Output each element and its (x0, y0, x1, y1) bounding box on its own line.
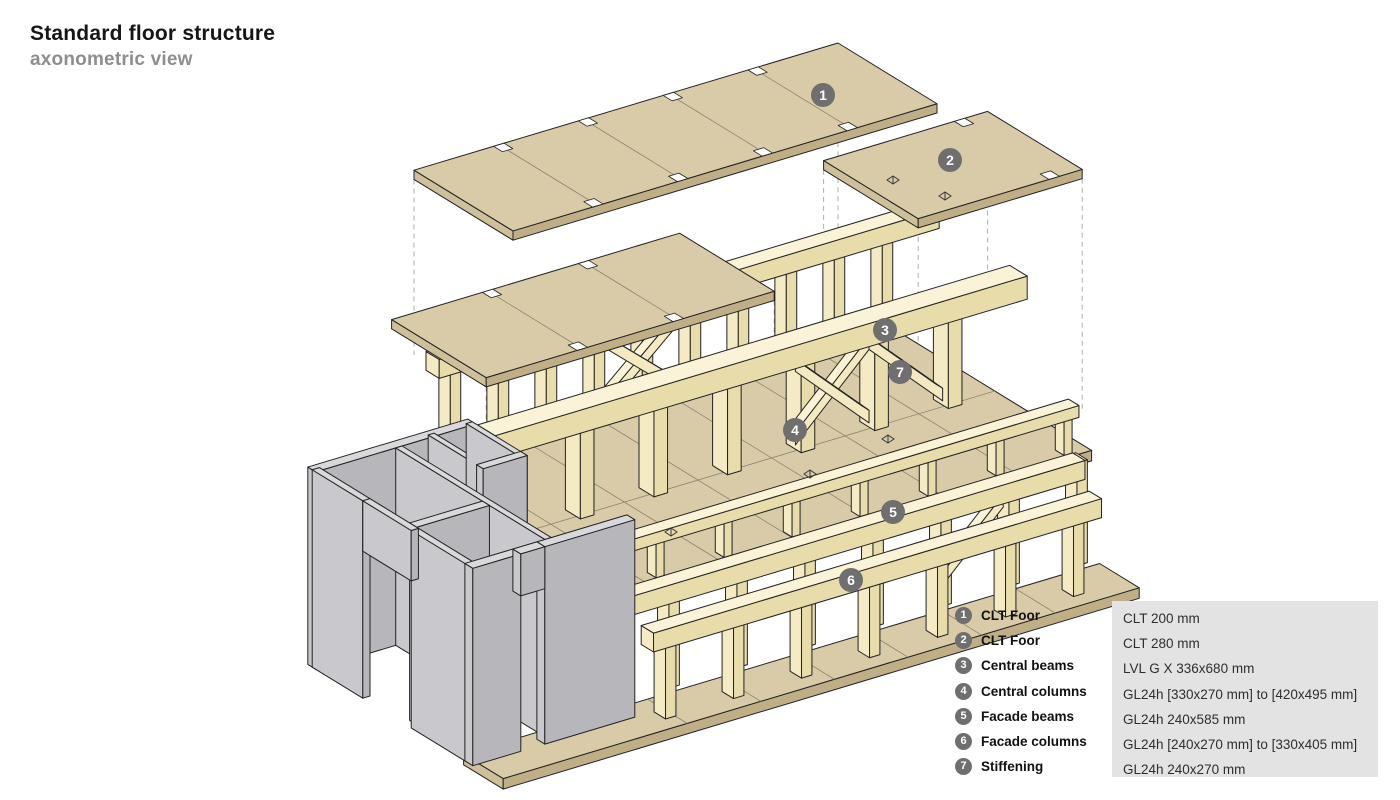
badge-stiffening: 7 (888, 360, 912, 384)
legend-row: 3 Central beams (955, 653, 1087, 678)
legend-badge-icon: 3 (955, 657, 972, 675)
clt-panel-strip-front (391, 232, 775, 388)
legend-row: 5 Facade beams (955, 704, 1087, 729)
facade-frames (580, 452, 1103, 720)
legend-row: 1 CLT Foor (955, 603, 1087, 628)
legend-spec: CLT 200 mm (1123, 611, 1200, 626)
clt-panel-strip-1 (413, 42, 938, 241)
legend-label: Facade beams (981, 708, 1075, 724)
badge-5-number: 5 (889, 504, 897, 520)
badge-central-columns: 4 (783, 418, 807, 442)
badge-1-number: 1 (819, 87, 827, 103)
legend-spec: GL24h [330x270 mm] to [420x495 mm] (1123, 686, 1358, 702)
legend-badge-icon: 4 (955, 682, 972, 700)
legend-badge-icon: 6 (955, 733, 972, 751)
page-subtitle: axonometric view (30, 49, 193, 71)
front-sill-frame (565, 398, 1080, 599)
title-block: Standard floor structure axonometric vie… (30, 22, 275, 71)
badge-clt-floor-2: 2 (938, 148, 962, 172)
core-walls (307, 418, 636, 767)
page-title: Standard floor structure (30, 22, 276, 45)
badge-facade-beams: 5 (881, 500, 905, 524)
legend-spec: GL24h [240x270 mm] to [330x405 mm] (1123, 736, 1358, 752)
legend-label: Facade columns (981, 734, 1087, 750)
badge-2-number: 2 (946, 152, 954, 168)
legend-label: Central columns (981, 683, 1087, 699)
legend-spec: LVL G X 336x680 mm (1123, 661, 1255, 677)
badge-facade-columns: 6 (839, 568, 863, 592)
badge-7-number: 7 (896, 364, 904, 380)
legend-label: Stiffening (981, 759, 1044, 775)
legend-row: 6 Facade columns (955, 729, 1087, 754)
legend-badge-icon: 2 (955, 632, 972, 650)
badge-central-beams: 3 (873, 318, 897, 342)
badge-3-number: 3 (881, 322, 889, 338)
legend-label: CLT Foor (981, 608, 1040, 624)
legend-label: Central beams (981, 658, 1075, 674)
legend-row: 4 Central columns (955, 679, 1087, 704)
legend-badge-icon: 1 (955, 607, 972, 625)
legend: 1 CLT Foor 2 CLT Foor 3 Central beams 4 … (955, 603, 1087, 779)
legend-label: CLT Foor (981, 633, 1040, 649)
legend-row: 2 CLT Foor (955, 628, 1087, 653)
legend-badge-icon: 7 (955, 758, 972, 776)
legend-spec-panel: CLT 200 mm CLT 280 mm LVL G X 336x680 mm… (1112, 601, 1378, 777)
badge-6-number: 6 (847, 572, 855, 588)
connector-marks (664, 175, 952, 537)
legend-spec: CLT 280 mm (1123, 636, 1200, 652)
badge-clt-floor-1: 1 (811, 83, 835, 107)
legend-row: 7 Stiffening (955, 754, 1087, 779)
legend-badge-icon: 5 (955, 707, 972, 725)
legend-spec: GL24h 240x585 mm (1123, 711, 1246, 727)
floor-structure-drawing (307, 42, 1140, 790)
legend-spec: GL24h 240x270 mm (1123, 762, 1246, 778)
badge-4-number: 4 (791, 422, 799, 438)
